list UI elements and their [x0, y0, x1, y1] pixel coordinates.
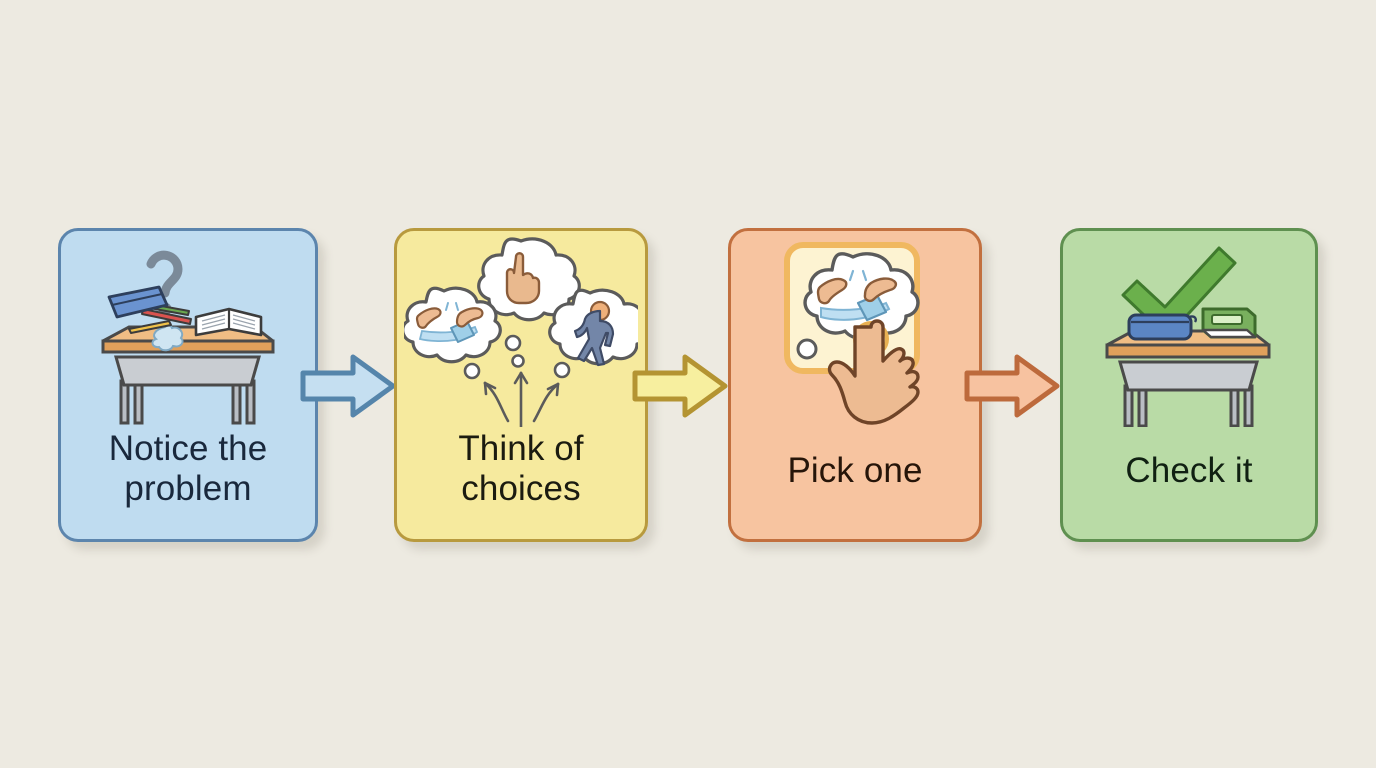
right-arrow-icon [964, 354, 1060, 418]
step-card-think-of-choices[interactable]: Think of choices [394, 228, 648, 542]
desk-legs [119, 379, 256, 425]
spill-stain-icon [151, 324, 184, 352]
illustration-hand-selecting-option [731, 231, 979, 427]
step-card-check-it[interactable]: Check it [1060, 228, 1318, 542]
right-arrow-icon [300, 354, 396, 418]
thought-trail-dot [796, 338, 818, 360]
tidy-desk-icon [1105, 246, 1271, 427]
connector-arrow-3 [964, 352, 1060, 420]
branching-arrows-icon [483, 371, 560, 427]
thought-bubble-wipe-spill-icon [404, 286, 502, 364]
desk-top-edge [1105, 343, 1271, 359]
illustration-messy-desk-with-question-mark [61, 231, 315, 427]
thought-bubble-raised-finger-icon [477, 237, 581, 322]
question-mark-icon [146, 250, 183, 298]
pick-option-icon [784, 242, 920, 425]
pencil-case-icon [107, 285, 169, 319]
step-label-check-it: Check it [1125, 451, 1253, 490]
thought-bubble-wipe-spill-icon [803, 252, 920, 341]
thought-bubbles-icon [404, 237, 638, 427]
pointing-hand-icon [827, 319, 920, 425]
closed-book-icon [1201, 307, 1257, 339]
step-card-notice-the-problem[interactable]: Notice the problem [58, 228, 318, 542]
pencil-case-icon [1127, 313, 1197, 341]
desk-legs [1123, 384, 1254, 427]
desk-top-edge [101, 339, 275, 354]
step-label-pick-one: Pick one [787, 451, 923, 490]
illustration-three-thought-bubbles [397, 231, 645, 427]
step-card-pick-one[interactable]: Pick one [728, 228, 982, 542]
connector-arrow-1 [300, 352, 396, 420]
connector-arrow-2 [632, 352, 728, 420]
step-label-think-of-choices: Think of choices [458, 429, 584, 508]
messy-desk-icon [101, 250, 275, 425]
desk-drawer [114, 355, 261, 387]
illustration-tidy-desk-with-checkmark [1063, 231, 1315, 427]
right-arrow-icon [632, 354, 728, 418]
thought-trail-dots [463, 334, 571, 380]
desk-drawer [1118, 360, 1259, 392]
open-book-icon [194, 307, 263, 337]
thought-bubble-walking-person-icon [548, 288, 638, 367]
step-label-notice-the-problem: Notice the problem [108, 429, 268, 508]
